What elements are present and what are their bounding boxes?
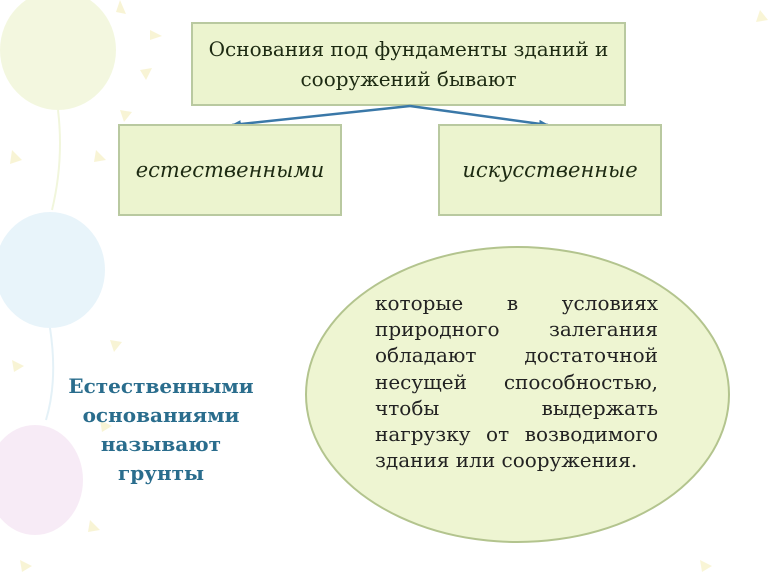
natural-box: естественными bbox=[118, 124, 342, 216]
definition-text: которые в условиях природного залегания … bbox=[375, 291, 658, 473]
main-heading-box: Основания под фундаменты зданий и сооруж… bbox=[191, 22, 626, 106]
arrow-right bbox=[409, 104, 549, 128]
artificial-box: искусственные bbox=[438, 124, 662, 216]
arrow-left bbox=[231, 104, 411, 129]
main-heading-text: Основания под фундаменты зданий и сооруж… bbox=[208, 37, 609, 91]
natural-label: естественными bbox=[135, 158, 325, 182]
definition-ellipse bbox=[305, 246, 730, 543]
definition-label: Естественными основаниями называют грунт… bbox=[68, 374, 254, 485]
artificial-label: искусственные bbox=[462, 158, 638, 182]
